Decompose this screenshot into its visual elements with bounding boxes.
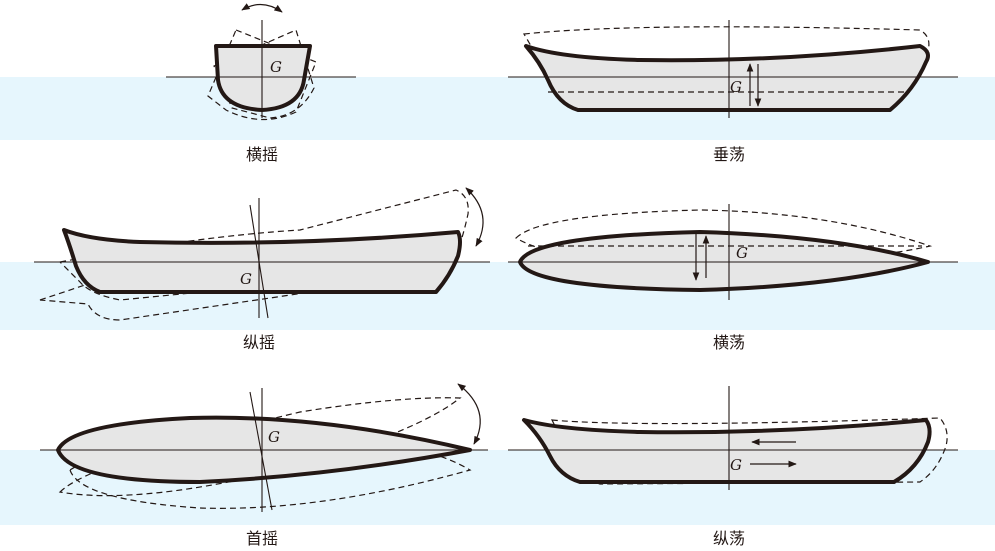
pitch-g-label: G	[240, 270, 252, 288]
heave-caption: 垂荡	[713, 145, 745, 164]
sway-shifted-outline	[515, 209, 933, 267]
surge-caption: 纵荡	[713, 529, 745, 548]
roll-g-label: G	[270, 58, 282, 76]
panel-surge: G 纵荡	[508, 386, 958, 548]
heave-raised-outline	[523, 26, 930, 99]
yaw-rotation-arrow	[457, 383, 481, 445]
roll-hull-section	[214, 44, 312, 112]
sway-caption: 横荡	[713, 333, 745, 352]
roll-rotation-arrow	[241, 3, 283, 13]
pitch-tilted-axis	[249, 204, 269, 319]
panel-sway: G 横荡	[508, 204, 958, 352]
panel-yaw: G 首摇	[40, 383, 488, 548]
roll-caption: 横摇	[246, 145, 278, 164]
sway-g-label: G	[736, 244, 748, 262]
roll-tilt-outline-b	[213, 29, 315, 119]
yaw-caption: 首摇	[246, 529, 278, 548]
heave-hull	[524, 44, 930, 112]
pitch-caption: 纵摇	[243, 333, 275, 352]
yaw-g-label: G	[268, 428, 280, 446]
surge-g-label: G	[730, 456, 742, 474]
yaw-bow-right-outline	[69, 429, 472, 509]
pitch-rotation-arrow	[465, 187, 484, 247]
pitch-hull	[62, 228, 462, 294]
roll-tilt-outline-a	[207, 29, 317, 121]
panel-pitch: G 纵摇	[34, 187, 490, 352]
panel-roll: G 横摇	[166, 3, 356, 164]
yaw-rotated-axis	[249, 391, 273, 511]
panel-heave: G 垂荡	[508, 20, 958, 164]
surge-hull	[522, 418, 932, 484]
heave-g-label: G	[730, 78, 742, 96]
